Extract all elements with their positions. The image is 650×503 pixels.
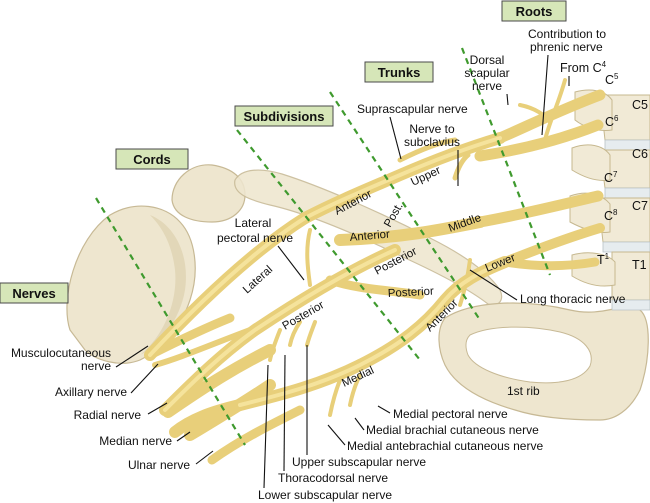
label-suprascapular: Suprascapular nerve [357,102,468,160]
label-median: Median nerve [99,431,191,448]
label-contribution-phrenic: Contribution to phrenic nerve [528,27,606,136]
humerus-head [66,205,196,364]
label-medial-pectoral: Medial pectoral nerve [377,405,508,421]
vertebra-label-c5: C5 [632,98,648,112]
divider-roots [460,47,552,276]
svg-text:Medial pectoral nerve: Medial pectoral nerve [393,407,508,421]
trunk-label-lower: Lower [484,252,518,275]
svg-text:Long thoracic nerve: Long thoracic nerve [520,292,626,306]
svg-text:Subdivisions: Subdivisions [244,109,325,124]
svg-text:Roots: Roots [516,4,553,19]
svg-text:Median nerve: Median nerve [99,434,172,448]
label-radial: Radial nerve [74,402,168,422]
label-dorsal-scapular: Dorsal scapular nerve [464,53,510,106]
label-first-rib: 1st rib [507,384,540,398]
svg-text:Lower subscapular nerve: Lower subscapular nerve [258,488,392,502]
label-lower-subscapular: Lower subscapular nerve [258,364,392,502]
svg-text:Suprascapular nerve: Suprascapular nerve [357,102,468,116]
vertebra-label-c6: C6 [632,147,648,161]
vertebra-label-c7: C7 [632,199,648,213]
divider-subdivisions [236,129,421,361]
svg-text:Medial antebrachial cutaneous: Medial antebrachial cutaneous nerve [347,439,543,453]
svg-text:nerve: nerve [472,79,502,93]
division-label-posterior-lower: Posterior [388,286,435,300]
svg-text:Cords: Cords [133,152,171,167]
svg-text:phrenic nerve: phrenic nerve [530,40,603,54]
svg-text:pectoral nerve: pectoral nerve [217,231,293,245]
divider-trunks [329,91,481,321]
root-label-t1: T1 [597,252,610,267]
division-label-anterior-middle: Anterior [349,229,390,244]
root-label-c5: C5 [605,72,619,87]
vertebral-column [569,89,650,311]
section-label-nerves: Nerves [0,282,69,304]
label-upper-subscapular: Upper subscapular nerve [292,345,426,469]
svg-text:Axillary nerve: Axillary nerve [55,385,127,399]
svg-text:Nerves: Nerves [12,286,55,301]
svg-text:scapular: scapular [464,66,509,80]
svg-text:Ulnar nerve: Ulnar nerve [128,458,190,472]
label-lateral-pectoral: Lateral pectoral nerve [217,216,305,281]
svg-text:Radial nerve: Radial nerve [74,408,142,422]
root-label-c6: C6 [605,114,619,129]
svg-text:Lateral: Lateral [235,216,272,230]
label-nerve-to-subclavius: Nerve to subclavius [404,122,460,186]
divider-cords [95,197,246,446]
svg-text:Trunks: Trunks [378,65,421,80]
root-label-c7: C7 [604,170,618,185]
svg-text:Dorsal: Dorsal [470,53,505,67]
svg-text:nerve: nerve [81,359,111,373]
label-axillary: Axillary nerve [55,363,159,399]
label-medial-brachial-cutaneous: Medial brachial cutaneous nerve [354,417,539,437]
section-label-roots: Roots [501,0,567,22]
svg-text:Medial brachial cutaneous nerv: Medial brachial cutaneous nerve [366,423,539,437]
section-dividers [95,47,552,446]
label-long-thoracic: Long thoracic nerve [469,269,626,306]
svg-text:Nerve to: Nerve to [409,122,455,136]
section-label-trunks: Trunks [364,61,434,83]
acromion [171,164,246,223]
section-label-subdivisions: Subdivisions [234,105,334,127]
svg-text:Thoracodorsal nerve: Thoracodorsal nerve [278,471,388,485]
from-c4-label: From C4 [560,60,607,75]
svg-text:subclavius: subclavius [404,135,460,149]
trunk-label-middle: Middle [447,212,483,235]
svg-text:Upper subscapular nerve: Upper subscapular nerve [292,455,426,469]
label-medial-antebrachial-cutaneous: Medial antebrachial cutaneous nerve [327,424,543,453]
first-rib [438,302,649,421]
svg-text:Contribution to: Contribution to [528,27,606,41]
svg-text:Musculocutaneous: Musculocutaneous [11,346,111,360]
section-label-cords: Cords [115,148,189,170]
root-label-c8: C8 [604,208,618,223]
label-ulnar: Ulnar nerve [128,450,214,472]
label-thoracodorsal: Thoracodorsal nerve [278,354,388,485]
vertebra-label-t1: T1 [632,258,647,272]
label-musculocutaneous: Musculocutaneous nerve [11,345,149,373]
